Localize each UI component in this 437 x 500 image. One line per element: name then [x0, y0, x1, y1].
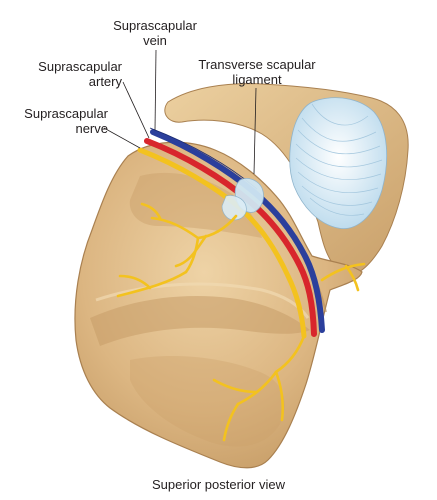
suprascapular-vein — [150, 129, 325, 333]
label-ligament-line-1: Transverse scapular — [198, 57, 316, 72]
nerve-branches — [116, 202, 366, 442]
suprascapular-nerve — [137, 147, 307, 339]
label-suprascapular-nerve: Suprascapular nerve — [2, 106, 108, 136]
label-nerve-line-1: Suprascapular — [24, 106, 108, 121]
label-suprascapular-vein: Suprascapular vein — [100, 18, 210, 48]
leader-lines — [103, 49, 257, 175]
label-nerve-line-2: nerve — [75, 121, 108, 136]
view-caption: Superior posterior view — [152, 477, 285, 492]
label-vein-line-1: Suprascapular — [113, 18, 197, 33]
suprascapular-artery — [144, 138, 317, 337]
label-ligament-line-2: ligament — [232, 72, 282, 87]
label-vein-line-2: vein — [143, 33, 167, 48]
joint-capsule-illustration — [289, 97, 388, 230]
label-suprascapular-artery: Suprascapular artery — [2, 59, 122, 89]
label-artery-line-1: Suprascapular — [38, 59, 122, 74]
label-transverse-scapular-ligament: Transverse scapular ligament — [178, 57, 336, 87]
label-artery-line-2: artery — [88, 74, 122, 89]
scapular-spine — [90, 296, 310, 346]
